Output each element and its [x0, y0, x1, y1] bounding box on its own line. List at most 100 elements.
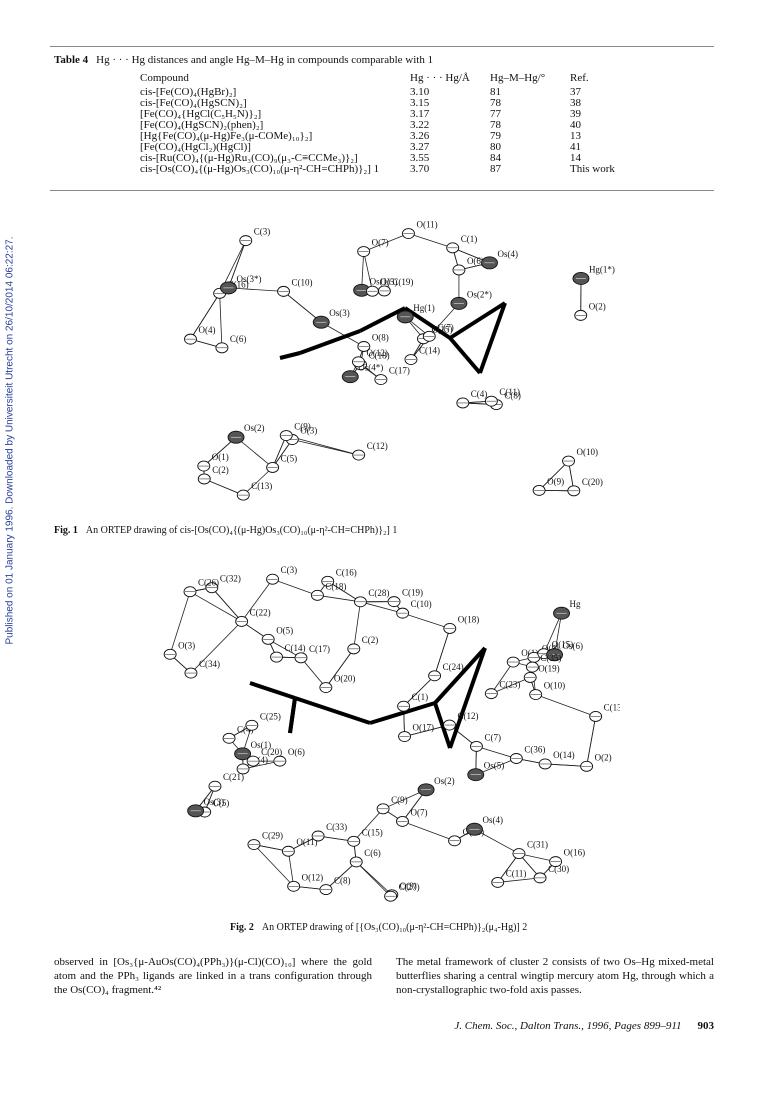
- bond-line: [325, 648, 355, 688]
- bond-line: [554, 613, 562, 655]
- bond-line: [272, 578, 318, 596]
- atom-label: C(17): [389, 366, 410, 376]
- table-cell: 81: [490, 86, 501, 98]
- bond-line: [228, 287, 284, 292]
- atom-label: Os(4): [482, 815, 503, 825]
- bond-line: [211, 587, 242, 622]
- table-cell: cis-[Fe(CO)₄(HgSCN)₂]: [140, 97, 247, 109]
- table-cell: [Fe(CO)₄(HgSCN)₂(phen)₂]: [140, 119, 264, 131]
- table-cell: This work: [570, 163, 615, 175]
- table-cell: [Hg{Fe(CO)₄(μ-Hg)Fe₃(μ-COMe)₁₀}₂]: [140, 130, 313, 142]
- bond-line: [321, 321, 365, 347]
- atom-label: C(12): [367, 441, 388, 451]
- atom-label: C(25): [260, 711, 281, 721]
- data-table: Compound Hg · · · Hg/Å Hg–M–Hg/° Ref. ci…: [140, 72, 640, 175]
- atom-label: C(24): [443, 662, 464, 672]
- atom-label: C(20): [261, 747, 282, 757]
- atom-label: C(36): [524, 744, 545, 754]
- atom-label: C(14): [419, 346, 440, 356]
- atom-label: Os(2): [434, 776, 455, 786]
- atom-label: O(7): [372, 238, 389, 248]
- table-cell: 79: [490, 130, 501, 142]
- bond-line: [287, 851, 295, 887]
- bond-line: [434, 628, 451, 676]
- atom-label: C(1): [412, 692, 429, 702]
- table-cell: 3.15: [410, 97, 430, 109]
- bond-line: [363, 233, 409, 252]
- bond-line: [283, 291, 322, 323]
- bond-line: [586, 716, 597, 767]
- col-header-compound: Compound: [140, 72, 189, 84]
- bond-line: [497, 853, 520, 883]
- metal-bond: [448, 336, 482, 375]
- bond-line: [241, 578, 273, 622]
- table-cell: 39: [570, 108, 581, 120]
- atom-label: O(19): [538, 663, 560, 673]
- table-cell: 3.27: [410, 141, 430, 153]
- table-cell: 14: [570, 152, 581, 164]
- metal-bond: [433, 702, 452, 749]
- atom-label: C(15): [362, 827, 383, 837]
- top-rule: [50, 46, 714, 47]
- atom-label: Os(3): [204, 797, 225, 807]
- table-cell: [Fe(CO)₄{HgCl(C₅H₅N)}₂]: [140, 108, 262, 120]
- atom-label: C(6): [230, 334, 247, 344]
- atom-label: C(30): [548, 864, 569, 874]
- atom-label: C(19): [392, 277, 413, 287]
- atom-label: O(2): [595, 752, 612, 762]
- atom-label: C(23): [499, 680, 520, 690]
- figure-1-drawing: C(17)C(16)C(18)O(1)C(15)O(3)C(1)C(19)O(6…: [184, 220, 615, 501]
- bond-line: [428, 303, 460, 337]
- bond-line: [204, 478, 244, 496]
- atom-label: C(2): [212, 465, 229, 475]
- atom-label: C(28): [368, 588, 389, 598]
- table-cell: 3.17: [410, 108, 430, 120]
- atom-label: O(11): [296, 837, 317, 847]
- bond-line: [190, 621, 242, 674]
- figure-2-ortep: O(2)O(13)O(1)C(2)O(5)O(12)C(1)O(16)C(13)…: [150, 563, 620, 911]
- col-header-ref: Ref.: [570, 72, 589, 84]
- metal-bond: [433, 646, 487, 705]
- atom-label: Hg(1*): [589, 264, 615, 274]
- metal-bond: [478, 302, 507, 374]
- bond-line: [300, 657, 327, 688]
- figure-1-label: Fig. 1: [54, 525, 78, 536]
- atom-label: C(26): [198, 578, 219, 588]
- metal-bond: [249, 681, 296, 700]
- metal-bond: [448, 301, 507, 340]
- bond-line: [189, 591, 242, 622]
- atom-label: C(10): [411, 599, 432, 609]
- atom-label: C(14): [285, 643, 306, 653]
- atom-label: C(7): [437, 322, 454, 332]
- bond-line: [235, 436, 273, 468]
- table-cell: 3.70: [410, 163, 430, 175]
- atom-label: C(3): [254, 227, 271, 237]
- table-cell: 37: [570, 86, 581, 98]
- atom-label: C(15): [431, 325, 452, 335]
- atom-label: O(20): [334, 674, 356, 684]
- atom-label: C(11): [499, 387, 520, 397]
- table-row: cis-[Ru(CO)₄{(μ-Hg)Ru₃(CO)₉(μ₃-C≡CCMe₃)}…: [140, 153, 640, 164]
- atom-label: O(6): [288, 747, 305, 757]
- table-cell: 3.55: [410, 152, 430, 164]
- table-cell: cis-[Os(CO)₄{(μ-Hg)Os₃(CO)₁₀(μ-η²-CH=CHP…: [140, 163, 380, 175]
- atom-label: C(21): [223, 772, 244, 782]
- atom-label: Os(3*): [236, 274, 261, 284]
- bond-line: [538, 460, 569, 491]
- table-cell: 3.26: [410, 130, 430, 142]
- metal-bond: [403, 306, 452, 340]
- bond-line: [169, 591, 191, 655]
- bond-line: [317, 594, 361, 603]
- metal-bond: [448, 647, 487, 749]
- atom-label: C(11): [506, 868, 527, 878]
- bond-line: [408, 233, 453, 249]
- atom-label: O(6): [467, 256, 484, 266]
- atom-label: Os(4): [498, 249, 518, 259]
- table-cell: 77: [490, 108, 501, 120]
- atom-label: O(7): [410, 807, 427, 817]
- atom-label: C(18): [369, 351, 390, 361]
- atom-label: O(11): [416, 220, 437, 230]
